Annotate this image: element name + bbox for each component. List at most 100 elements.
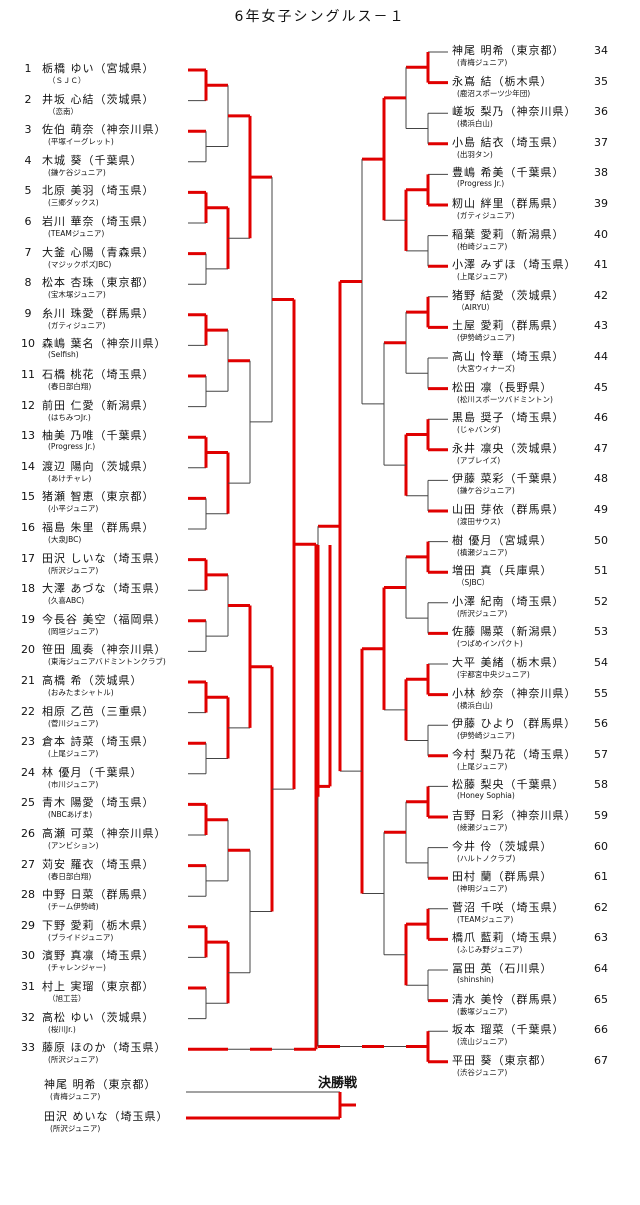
player-name: 大平 美緒（栃木県） <box>452 656 565 669</box>
player-club: (ガティジュニア) <box>457 211 515 220</box>
player-club: (おみたまシャトル) <box>48 688 114 697</box>
player-club: (上尾ジュニア) <box>457 272 508 282</box>
page-title: 6年女子シングルス－１ <box>234 9 406 25</box>
player-name: 佐伯 萌奈（神奈川県） <box>42 123 167 137</box>
entry-number: 59 <box>594 809 608 822</box>
player-name: 苅安 羅衣（埼玉県） <box>42 857 155 871</box>
player-name: 高橋 希（茨城県） <box>42 674 143 687</box>
player-club: (あけチャレ) <box>48 473 92 483</box>
finalist-name: 神尾 明希（東京都） <box>44 1078 157 1091</box>
player-club: (大泉JBC) <box>48 535 82 544</box>
player-name: 青木 陽愛（埼玉県） <box>42 796 155 810</box>
entry-number: 22 <box>21 704 35 718</box>
player-name: 小澤 紀南（埼玉県） <box>452 594 565 608</box>
player-name: 大澤 あづな（埼玉県） <box>42 582 167 596</box>
entry-number: 24 <box>21 765 35 779</box>
entry-number: 14 <box>21 459 35 473</box>
entry-number: 42 <box>594 288 608 302</box>
entry-number: 18 <box>21 582 35 596</box>
player-name: 嵯坂 梨乃（神奈川県） <box>452 105 577 119</box>
player-club: (マジックポズJBC) <box>48 259 112 269</box>
entry-number: 34 <box>594 44 608 57</box>
entry-number: 3 <box>24 123 32 137</box>
player-name: 田村 蘭（群馬県） <box>452 870 553 884</box>
player-name: 猪瀬 智恵（東京都） <box>42 490 155 504</box>
entry-number: 39 <box>594 197 608 210</box>
entry-number: 45 <box>594 380 608 394</box>
player-name: 北原 美羽（埼玉県） <box>42 184 155 198</box>
player-name: 山田 芽依（群馬県） <box>452 503 565 516</box>
entry-number: 41 <box>594 258 608 272</box>
player-club: (春日部白翔) <box>48 871 92 881</box>
player-name: 中野 日菜（群馬県） <box>42 888 155 902</box>
player-name: 笹田 風奏（神奈川県） <box>42 643 167 657</box>
finalist-name: 田沢 めいな（埼玉県） <box>44 1110 169 1123</box>
player-club: (宇都宮中央ジュニア) <box>457 670 530 679</box>
entry-number: 16 <box>21 521 35 534</box>
player-name: 森嶋 葉名（神奈川県） <box>42 337 167 351</box>
entry-number: 4 <box>24 153 32 167</box>
player-name: 松藤 梨央（千葉県） <box>452 778 565 792</box>
player-club: (伊勢崎ジュニア) <box>457 333 515 343</box>
player-club: (菅川ジュニア) <box>48 718 99 728</box>
player-club: (伊勢崎ジュニア) <box>457 731 515 741</box>
player-club: (Progress Jr.) <box>48 442 96 452</box>
entry-number: 65 <box>594 992 608 1006</box>
entry-number: 27 <box>21 857 35 871</box>
player-club: （恋南） <box>48 106 78 116</box>
player-club: (春日部白翔) <box>48 382 92 391</box>
player-club: (つばめインパクト) <box>457 639 523 649</box>
player-name: 高山 怜華（埼玉県） <box>452 350 565 363</box>
entry-number: 38 <box>594 166 608 180</box>
entry-number: 52 <box>594 594 608 608</box>
player-name: 橋爪 藍莉（埼玉県） <box>452 931 565 945</box>
player-club: (鎌ケ谷ジュニア) <box>457 486 515 496</box>
player-name: 前田 仁愛（新潟県） <box>42 398 155 412</box>
player-club: (桜川Jr.) <box>48 1024 76 1034</box>
player-club: (Honey Sophia) <box>457 791 515 801</box>
entry-number: 25 <box>21 796 35 810</box>
player-name: 今長谷 美空（福岡県） <box>42 612 167 626</box>
player-club: (流山ジュニア) <box>457 1037 508 1047</box>
player-name: 相原 乙芭（三重県） <box>42 704 155 718</box>
entry-number: 17 <box>21 551 35 565</box>
player-name: 村上 実瑠（東京都） <box>42 980 155 993</box>
player-name: 伊藤 ひより（群馬県） <box>452 717 577 731</box>
player-club: (TEAMジュニア) <box>48 229 105 238</box>
player-club: (鹿沼スポーツ少年団) <box>457 88 531 98</box>
player-name: 増田 真（兵庫県） <box>452 564 553 578</box>
entry-number: 60 <box>594 839 608 853</box>
entry-number: 55 <box>594 686 608 700</box>
entry-number: 56 <box>594 717 608 731</box>
entry-number: 36 <box>594 105 608 119</box>
player-name: 松田 凛（長野県） <box>452 380 553 394</box>
player-name: 神尾 明希（東京都） <box>452 44 565 57</box>
player-club: (チャレンジャー) <box>48 963 106 973</box>
entry-number: 62 <box>594 900 608 914</box>
player-name: 小林 紗奈（神奈川県） <box>452 686 577 700</box>
player-club: (上尾ジュニア) <box>48 749 99 759</box>
player-name: 黒島 奨子（埼玉県） <box>452 411 565 425</box>
player-club: (はちみつJr.) <box>48 412 91 422</box>
player-club: (アンビション) <box>48 841 99 850</box>
entry-number: 47 <box>594 441 608 455</box>
entry-number: 44 <box>594 350 608 363</box>
entry-number: 51 <box>594 564 608 578</box>
entry-number: 54 <box>594 656 608 669</box>
player-club: (三郷ダックス) <box>48 198 99 208</box>
entry-number: 12 <box>21 398 35 412</box>
player-name: 籾山 絆里（群馬県） <box>452 197 565 210</box>
player-name: 今井 伶（茨城県） <box>452 839 553 853</box>
entry-number: 50 <box>594 533 608 547</box>
entry-number: 48 <box>594 472 608 486</box>
player-name: 吉野 日彩（神奈川県） <box>452 809 577 822</box>
player-club: （SJBC） <box>457 578 490 588</box>
player-club: (ガティジュニア) <box>48 320 106 330</box>
player-club: (久喜ABC) <box>48 596 85 606</box>
player-name: 藤原 ほのか（埼玉県） <box>42 1041 167 1055</box>
player-club: (Progress Jr.) <box>457 179 505 189</box>
player-club: （旭工芸） <box>48 994 86 1003</box>
player-club: (ハルトノクラブ) <box>457 853 516 863</box>
player-club: (平塚イーグレット) <box>48 137 114 147</box>
entry-number: 20 <box>21 643 35 657</box>
